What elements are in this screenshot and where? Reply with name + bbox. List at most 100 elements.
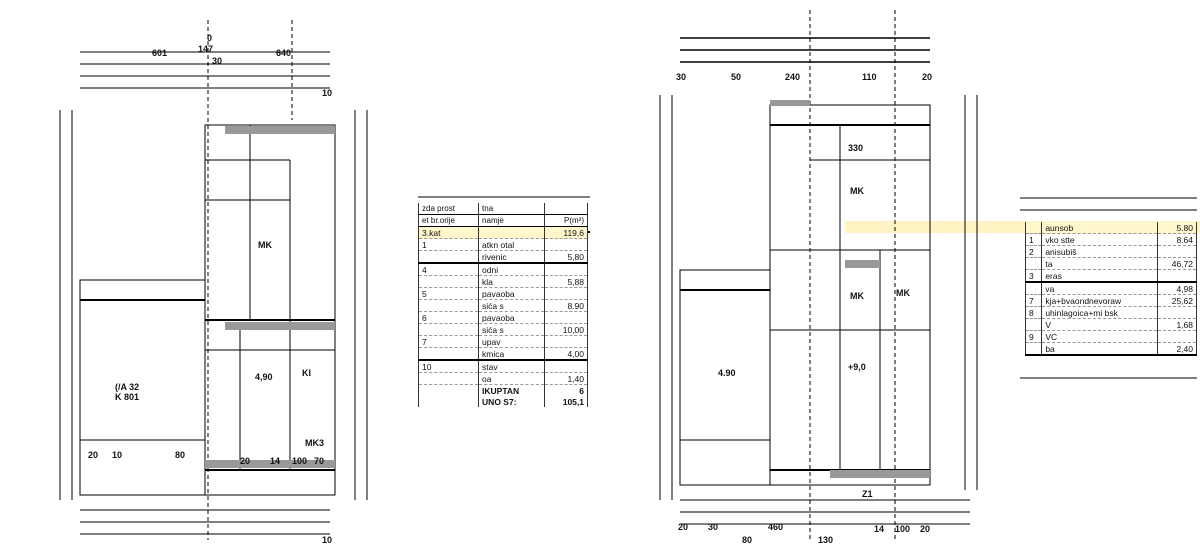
floor-label: 3.kat bbox=[417, 226, 479, 239]
hatch bbox=[845, 260, 880, 268]
cell-name: uhinlagoica+mi bsk bbox=[1041, 306, 1158, 319]
cell-name: kla bbox=[478, 275, 545, 288]
dim-label: 50 bbox=[731, 72, 742, 82]
dim-label: Z1 bbox=[862, 489, 873, 499]
cell-area bbox=[544, 360, 588, 373]
header-cell: P(m²) bbox=[544, 214, 588, 227]
cell-no: 9 bbox=[1024, 330, 1042, 343]
cell-name: upav bbox=[478, 335, 545, 348]
room-label: +9,0 bbox=[848, 362, 866, 372]
cell-no bbox=[417, 299, 479, 312]
header-cell: tna bbox=[478, 203, 545, 215]
room-label: MK bbox=[258, 240, 272, 250]
table-header-row: et br.orije namje P(m²) bbox=[417, 214, 588, 227]
cell-no bbox=[417, 250, 479, 264]
cell-area bbox=[544, 263, 588, 276]
dim-label: 601 bbox=[152, 48, 168, 58]
cell-name: atkn otal bbox=[478, 238, 545, 251]
cell-no: 7 bbox=[1024, 294, 1042, 307]
dim-label: 30 bbox=[708, 522, 719, 532]
header-cell: namje bbox=[478, 214, 545, 227]
header-text: et bbox=[422, 216, 429, 225]
dim-label: 460 bbox=[768, 522, 784, 532]
room-label: (/A 32 bbox=[115, 382, 140, 392]
cell-no: 10 bbox=[417, 360, 479, 373]
cell-no bbox=[1024, 257, 1042, 270]
cell-area bbox=[544, 335, 588, 348]
cell-area: 5,80 bbox=[544, 250, 588, 264]
cell-area bbox=[1156, 269, 1198, 283]
cell-name: ba bbox=[1041, 342, 1158, 356]
dim-label: 20 bbox=[88, 450, 99, 460]
cell-area: 46,72 bbox=[1156, 257, 1198, 270]
outer-wall bbox=[679, 269, 771, 486]
header-cell bbox=[544, 203, 588, 215]
hatch bbox=[770, 100, 810, 106]
cell-no: 1 bbox=[417, 238, 479, 251]
dim-label: 14 bbox=[874, 524, 885, 534]
left-area-table: zda prost tna et br.orije namje P(m²) 3.… bbox=[417, 203, 588, 407]
cell-name: rivenic bbox=[478, 250, 545, 264]
dim-label: 20 bbox=[240, 456, 251, 466]
cell-no bbox=[1024, 282, 1042, 295]
cell-no bbox=[417, 323, 479, 336]
dim-label: 10 bbox=[112, 450, 123, 460]
room-label: MK bbox=[850, 186, 864, 196]
cell-name: kja+bvaondnevoraw bbox=[1041, 294, 1158, 307]
dim-label: 130 bbox=[818, 535, 834, 545]
outer-wall bbox=[79, 279, 206, 496]
room-label: MK bbox=[850, 291, 864, 301]
cell-name: V bbox=[1041, 318, 1158, 331]
cell-no bbox=[417, 372, 479, 385]
cell-name: odni bbox=[478, 263, 545, 276]
header-text: zda bbox=[422, 204, 435, 213]
empty-cell bbox=[417, 396, 479, 407]
cell-name: ta bbox=[1041, 257, 1158, 270]
total-label: IKUPTAN bbox=[478, 384, 545, 396]
dim-label: 30 bbox=[676, 72, 687, 82]
cell-area bbox=[544, 311, 588, 324]
cell-area: 1,68 bbox=[1156, 318, 1198, 331]
hatch bbox=[225, 126, 335, 134]
floor-row: 3.kat 119,6 bbox=[417, 226, 588, 239]
cell-no bbox=[1024, 222, 1042, 234]
cell-no bbox=[417, 347, 479, 361]
hatch bbox=[205, 460, 335, 468]
dim-label: 100 bbox=[292, 456, 308, 466]
cell-area bbox=[544, 287, 588, 300]
dim-label: 0 bbox=[207, 33, 213, 43]
cell-area: 8.64 bbox=[1156, 233, 1198, 246]
cell-name: sića s bbox=[478, 299, 545, 312]
cell-no: 3 bbox=[1024, 269, 1042, 283]
cell-no: 2 bbox=[1024, 245, 1042, 258]
room-label: MK3 bbox=[305, 438, 325, 448]
cell-no: 4 bbox=[417, 263, 479, 276]
room-label: KI bbox=[302, 368, 311, 378]
empty-cell bbox=[417, 384, 479, 396]
cell-area: 10,00 bbox=[544, 323, 588, 336]
cell-area bbox=[1156, 330, 1198, 343]
dim-label: 30 bbox=[212, 56, 223, 66]
room-label: 4,90 bbox=[255, 372, 273, 382]
cell-name: pavaoba bbox=[478, 311, 545, 324]
dim-label: 10 bbox=[322, 88, 333, 98]
cell-area: 5.80 bbox=[1156, 222, 1198, 234]
table-header-row: zda prost tna bbox=[417, 203, 588, 215]
dim-label: 20 bbox=[922, 72, 933, 82]
room-label: K 801 bbox=[115, 392, 140, 402]
